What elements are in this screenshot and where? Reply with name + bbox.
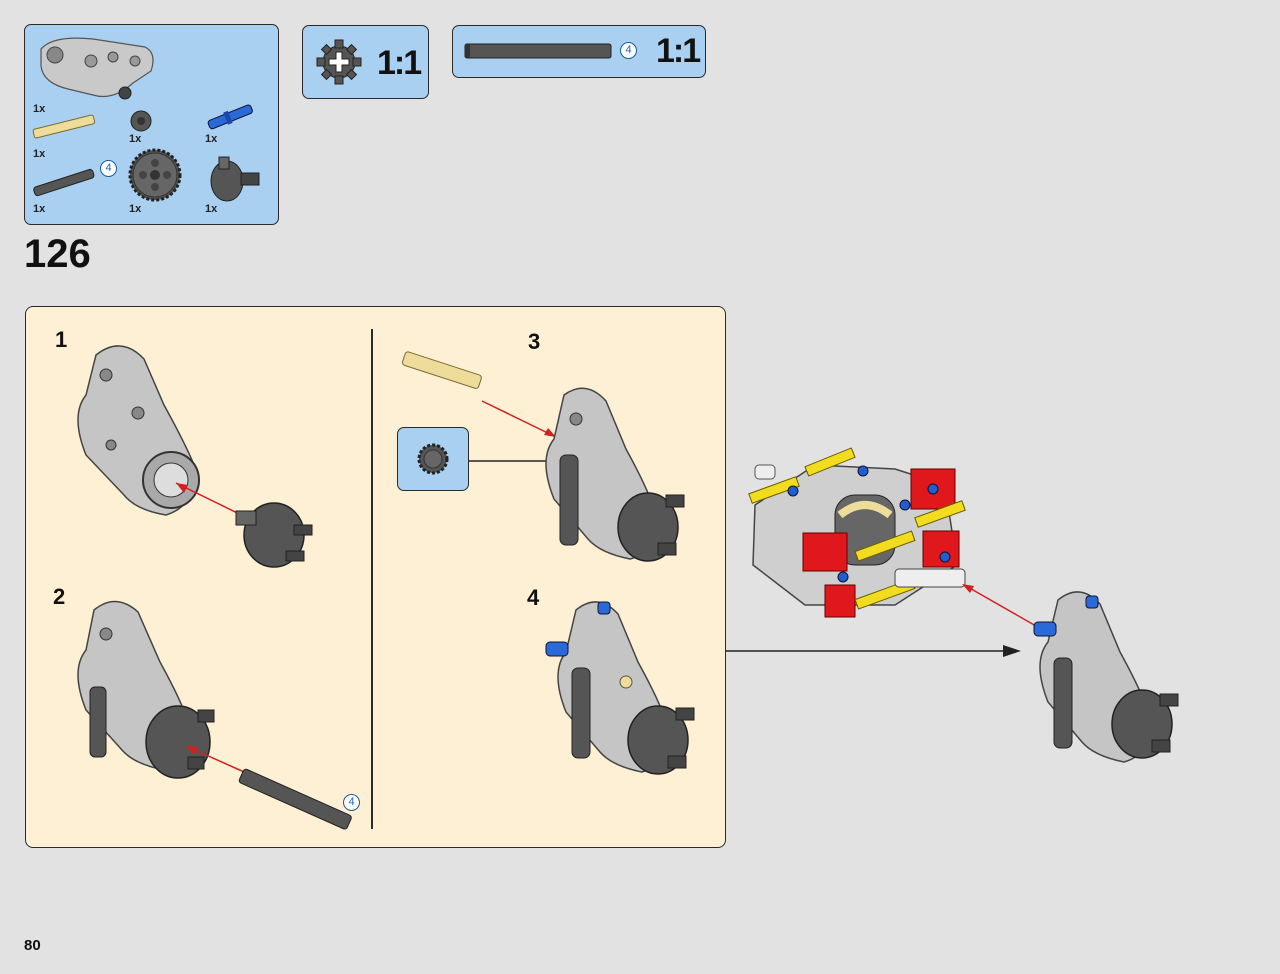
page-number: 80 (24, 937, 41, 954)
axle-scale-ratio: 1:1 (656, 32, 701, 70)
knuckle-attach-arrow (962, 584, 1037, 627)
hub-part-icon (210, 156, 260, 202)
small-gear-part-icon (130, 110, 152, 132)
axle-scale-icon (464, 43, 612, 59)
substep-2-number: 2 (53, 584, 66, 609)
small-gear-icon-2 (417, 443, 449, 475)
gear-scale-callout: 1:1 (302, 25, 429, 99)
substep-2-axle-length-badge: 4 (343, 794, 360, 811)
parts-qty-hub: 1x (205, 203, 218, 215)
blue-axle-pin-part-icon (207, 104, 253, 130)
parts-qty-knuckle: 1x (33, 103, 46, 115)
axle-scale-callout: 4 1:1 (452, 25, 706, 78)
tan-axle-part-icon (32, 114, 96, 139)
substep-1-number: 1 (55, 327, 68, 352)
substep-3-drawing (402, 351, 685, 562)
parts-qty-gray-axle: 1x (33, 203, 46, 215)
axle-length-badge: 4 (100, 160, 117, 177)
substep-4-drawing (545, 601, 695, 775)
parts-list: 1x 1x 1x 1x 4 1x 1x (24, 24, 279, 225)
knuckle-assembly-drawing (1033, 591, 1179, 763)
substep-2-drawing (77, 600, 352, 830)
parts-qty-big-gear: 1x (129, 203, 142, 215)
step-number: 126 (24, 232, 91, 276)
substep-4-number: 4 (527, 585, 540, 610)
parts-qty-tan-axle: 1x (33, 148, 46, 160)
parts-qty-blue-pin: 1x (205, 133, 218, 145)
substep-3-number: 3 (528, 329, 541, 354)
24-tooth-gear-part-icon (128, 148, 182, 202)
main-assembly-drawing (748, 447, 966, 618)
substeps-panel: 1 2 3 4 4 (25, 306, 726, 848)
substep-1-drawing (77, 345, 313, 568)
gear-scale-ratio: 1:1 (377, 44, 422, 82)
gray-axle-part-icon (33, 168, 95, 197)
steering-knuckle-part-icon (40, 37, 154, 100)
parts-qty-small-gear: 1x (129, 133, 142, 145)
substep-3-gear-callout (397, 427, 469, 491)
panel-divider (371, 329, 373, 829)
axle-scale-length-badge: 4 (620, 42, 637, 59)
assembly-arrow (725, 645, 1021, 657)
small-gear-icon (316, 39, 362, 85)
